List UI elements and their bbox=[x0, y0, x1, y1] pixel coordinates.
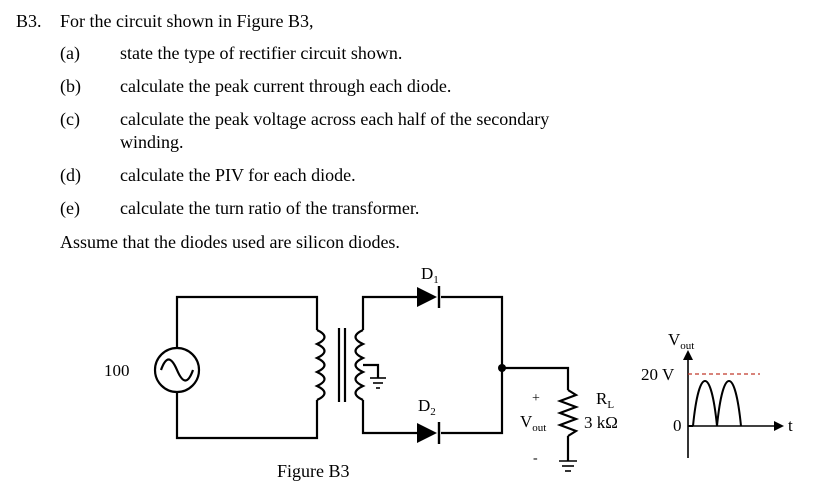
rl-label: RL bbox=[596, 389, 614, 411]
secondary-coil bbox=[354, 329, 366, 401]
part-e-text: calculate the turn ratio of the transfor… bbox=[120, 198, 420, 218]
wire-d1 bbox=[361, 295, 417, 330]
assumption-text: Assume that the diodes used are silicon … bbox=[60, 232, 400, 252]
y-axis-arrow-icon bbox=[683, 350, 693, 360]
graph-zero-label: 0 bbox=[673, 416, 682, 435]
part-c-label: (c) bbox=[60, 109, 80, 129]
minus-label: - bbox=[533, 451, 538, 466]
junction-dot bbox=[498, 364, 506, 372]
plus-label: + bbox=[532, 391, 540, 406]
load-resistor bbox=[556, 389, 580, 437]
question-number: B3. bbox=[16, 11, 42, 31]
graph-vout-label: Vout bbox=[668, 330, 694, 352]
diode-d2 bbox=[417, 422, 441, 444]
part-d-text: calculate the PIV for each diode. bbox=[120, 165, 356, 185]
part-a-label: (a) bbox=[60, 43, 80, 63]
d2-label: D2 bbox=[418, 396, 436, 418]
diode-d1 bbox=[417, 286, 441, 308]
primary-coil bbox=[314, 329, 326, 401]
graph-peak-label: 20 V bbox=[641, 365, 675, 384]
rl-value: 3 kΩ bbox=[584, 413, 618, 432]
rectified-wave bbox=[692, 380, 742, 427]
vout-label: Vout bbox=[520, 412, 546, 434]
part-d-label: (d) bbox=[60, 165, 81, 185]
part-a-text: state the type of rectifier circuit show… bbox=[120, 43, 403, 63]
part-c-text-line2: winding. bbox=[120, 132, 184, 152]
primary-wire bbox=[175, 295, 319, 348]
primary-wire-bottom bbox=[175, 392, 319, 440]
source-label: 100 bbox=[104, 361, 130, 380]
graph-t-label: t bbox=[788, 416, 793, 435]
load-ground-icon bbox=[559, 460, 577, 472]
wire-d2 bbox=[361, 400, 417, 435]
part-e-label: (e) bbox=[60, 198, 80, 218]
part-c-text: calculate the peak voltage across each h… bbox=[120, 109, 550, 129]
part-b-text: calculate the peak current through each … bbox=[120, 76, 452, 96]
load-wire bbox=[502, 366, 570, 390]
d1-label: D1 bbox=[421, 264, 439, 286]
output-waveform-graph bbox=[683, 350, 784, 458]
ground-icon bbox=[370, 377, 386, 389]
x-axis-arrow-icon bbox=[774, 421, 784, 431]
sine-wave-icon bbox=[159, 358, 195, 382]
ac-source-symbol bbox=[153, 346, 201, 394]
part-b-label: (b) bbox=[60, 76, 81, 96]
center-tap-wire bbox=[363, 363, 380, 378]
figure-caption: Figure B3 bbox=[277, 461, 350, 481]
question-stem: For the circuit shown in Figure B3, bbox=[60, 11, 314, 31]
